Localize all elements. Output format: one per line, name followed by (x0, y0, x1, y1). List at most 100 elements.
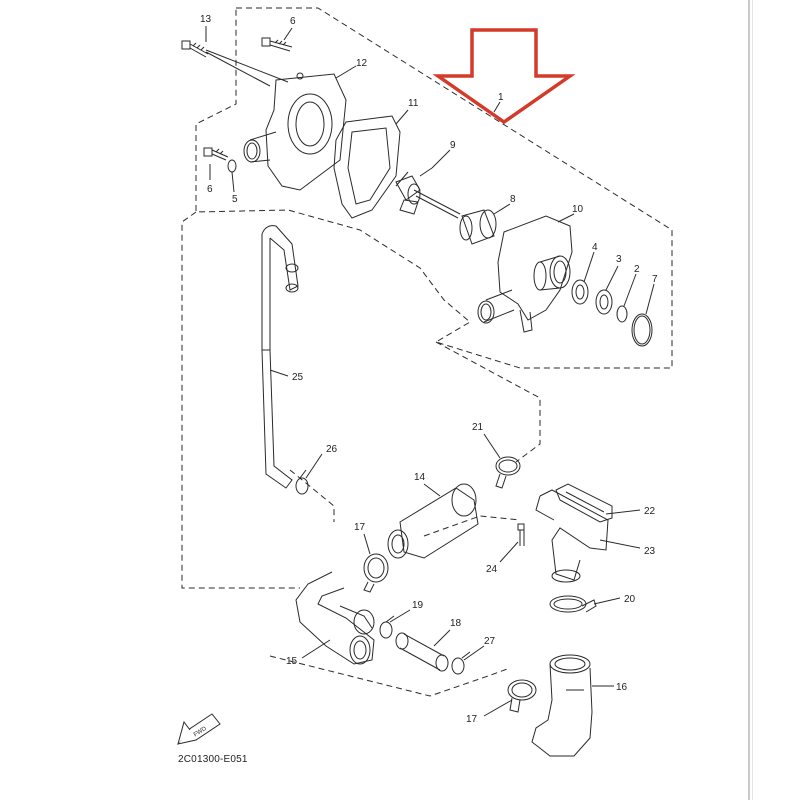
breather-hose-25 (261, 225, 299, 489)
bearing-4-inner (575, 284, 585, 300)
hose-clamp-21 (495, 456, 521, 489)
leader-11 (395, 109, 409, 125)
callout-17-upper: 17 (354, 522, 366, 533)
callout-24: 24 (486, 564, 498, 575)
hose-clamp-19 (379, 615, 395, 639)
leader-2 (623, 273, 637, 307)
outlet-fitting-23 (535, 489, 609, 583)
o-ring-7 (631, 313, 653, 347)
leader-12 (335, 65, 357, 79)
leader-18 (433, 629, 451, 647)
assembly-boundary-dashed (195, 7, 673, 369)
leader-14 (423, 483, 441, 497)
callout-10: 10 (572, 204, 584, 215)
callout-13: 13 (200, 14, 212, 25)
hose-path-dashed-1 (435, 341, 541, 463)
bolt-6-top (261, 37, 293, 52)
callout-25: 25 (292, 372, 304, 383)
bolt-13 (181, 40, 209, 58)
leader-13 (205, 26, 289, 87)
leader-4 (583, 251, 595, 283)
leader-17b (483, 699, 513, 717)
leader-17a (363, 533, 371, 555)
page-edge-rule (748, 0, 750, 800)
pump-cover-12 (243, 72, 347, 191)
hose-clamp-17-upper (363, 553, 389, 593)
leader-6a (283, 27, 293, 41)
callout-4: 4 (592, 242, 598, 253)
hose-path-dashed-2 (181, 211, 300, 589)
callout-2: 2 (634, 264, 640, 275)
callout-21: 21 (472, 422, 484, 433)
callout-3: 3 (616, 254, 622, 265)
leader-10 (557, 213, 575, 223)
leader-9 (431, 149, 451, 169)
callout-22: 22 (644, 506, 656, 517)
o-ring-7-inner (633, 315, 651, 345)
leader-15 (301, 639, 331, 659)
leader-24 (499, 541, 519, 563)
leader-8 (493, 203, 511, 215)
leader-1 (493, 101, 501, 113)
hose-path-dashed-5 (423, 515, 521, 537)
callout-7: 7 (652, 274, 658, 285)
fwd-direction-icon (176, 713, 221, 745)
hose-clamp-26 (295, 469, 309, 495)
leader-20 (593, 597, 621, 605)
hose-clamp-17-lower (507, 679, 537, 713)
callout-12: 12 (356, 58, 368, 69)
coolant-hose-15 (295, 571, 375, 665)
leader-7 (645, 283, 655, 315)
callout-14: 14 (414, 472, 426, 483)
coolant-hose-14 (387, 483, 479, 559)
hose-path-dashed-3 (289, 469, 335, 522)
callout-1: 1 (498, 92, 504, 103)
callout-6-lower: 6 (207, 184, 213, 195)
gasket-22 (555, 483, 613, 523)
callout-6-top: 6 (290, 16, 296, 27)
callout-19: 19 (412, 600, 424, 611)
leader-19 (389, 609, 411, 623)
red-down-arrow-icon (432, 28, 576, 125)
hose-clamp-20 (549, 595, 597, 613)
leader-23 (599, 539, 641, 549)
callout-5: 5 (232, 194, 238, 205)
impeller-shaft-9 (395, 167, 461, 219)
leader-22 (605, 509, 641, 515)
bolt-6-lower (203, 147, 229, 161)
coolant-pipe-16 (531, 654, 593, 757)
callout-16: 16 (616, 682, 628, 693)
callout-9: 9 (450, 140, 456, 151)
callout-27: 27 (484, 636, 496, 647)
callout-20: 20 (624, 594, 636, 605)
diagram-code: 2C01300-E051 (178, 754, 248, 765)
callout-23: 23 (644, 546, 656, 557)
short-hose-18 (395, 632, 449, 672)
hose-clamp-27 (451, 651, 471, 675)
callout-8: 8 (510, 194, 516, 205)
circlip-2 (616, 305, 628, 323)
callout-26: 26 (326, 444, 338, 455)
pump-housing-10 (477, 215, 573, 333)
callout-18: 18 (450, 618, 462, 629)
callout-11: 11 (408, 98, 419, 109)
leader-5 (231, 171, 235, 193)
oil-seal-3-inner (599, 294, 609, 310)
washer-5 (227, 159, 237, 173)
leader-25 (269, 369, 289, 377)
leader-27 (463, 645, 485, 661)
callout-17-lower: 17 (466, 714, 478, 725)
bearing-4 (571, 279, 589, 305)
hose-path-dashed-4 (269, 655, 511, 697)
leader-3 (605, 265, 619, 291)
leader-26 (305, 453, 323, 479)
bolt-24 (517, 523, 525, 546)
gasket-11 (333, 115, 401, 219)
leader-21 (483, 433, 501, 459)
callout-15: 15 (286, 656, 298, 667)
mechanical-seal-8 (459, 209, 497, 245)
page-edge-rule-shadow (752, 0, 753, 800)
oil-seal-3 (595, 289, 613, 315)
